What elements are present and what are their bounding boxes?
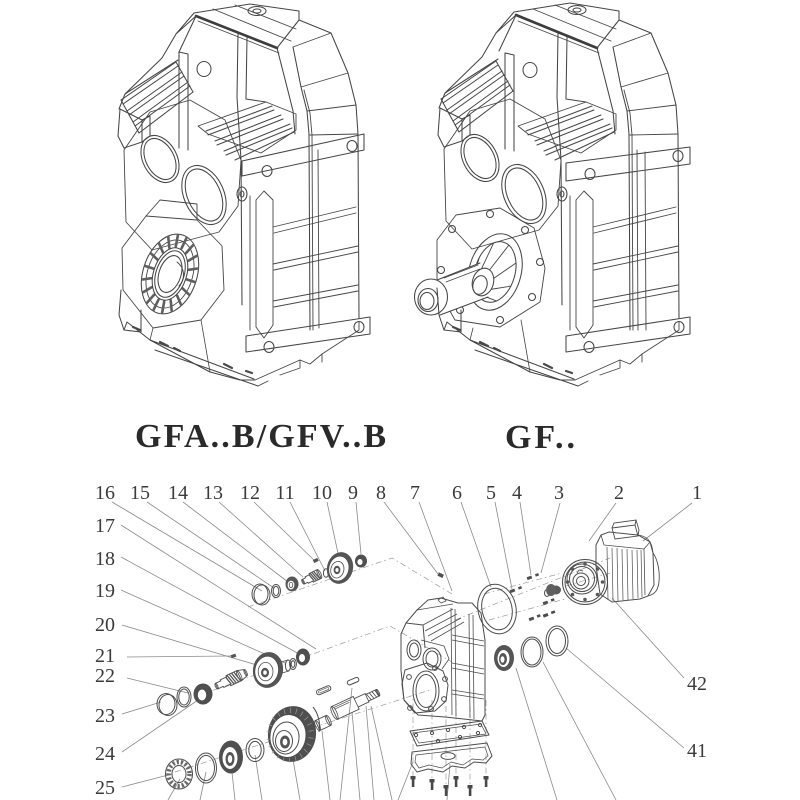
svg-text:11: 11 — [275, 482, 294, 504]
svg-text:17: 17 — [95, 515, 115, 537]
svg-text:2: 2 — [614, 482, 624, 504]
svg-text:6: 6 — [452, 482, 462, 504]
svg-text:20: 20 — [95, 614, 115, 636]
svg-text:5: 5 — [486, 482, 496, 504]
svg-text:8: 8 — [376, 482, 386, 504]
svg-text:14: 14 — [168, 482, 188, 504]
svg-text:GF..: GF.. — [505, 419, 575, 456]
svg-text:9: 9 — [348, 482, 358, 504]
svg-text:4: 4 — [512, 482, 522, 504]
svg-text:22: 22 — [95, 665, 115, 687]
svg-text:25: 25 — [95, 777, 115, 799]
svg-text:13: 13 — [203, 482, 223, 504]
svg-text:12: 12 — [240, 482, 260, 504]
svg-text:21: 21 — [95, 645, 115, 667]
svg-text:3: 3 — [554, 482, 564, 504]
svg-text:23: 23 — [95, 705, 115, 727]
svg-text:16: 16 — [95, 482, 115, 504]
svg-text:7: 7 — [410, 482, 420, 504]
svg-text:42: 42 — [687, 673, 707, 695]
svg-text:10: 10 — [312, 482, 332, 504]
svg-text:41: 41 — [687, 740, 707, 762]
svg-text:19: 19 — [95, 580, 115, 602]
svg-text:GFA..B/GFV..B: GFA..B/GFV..B — [135, 418, 386, 455]
svg-text:15: 15 — [130, 482, 150, 504]
svg-text:1: 1 — [692, 482, 702, 504]
svg-text:24: 24 — [95, 743, 115, 765]
svg-text:18: 18 — [95, 548, 115, 570]
